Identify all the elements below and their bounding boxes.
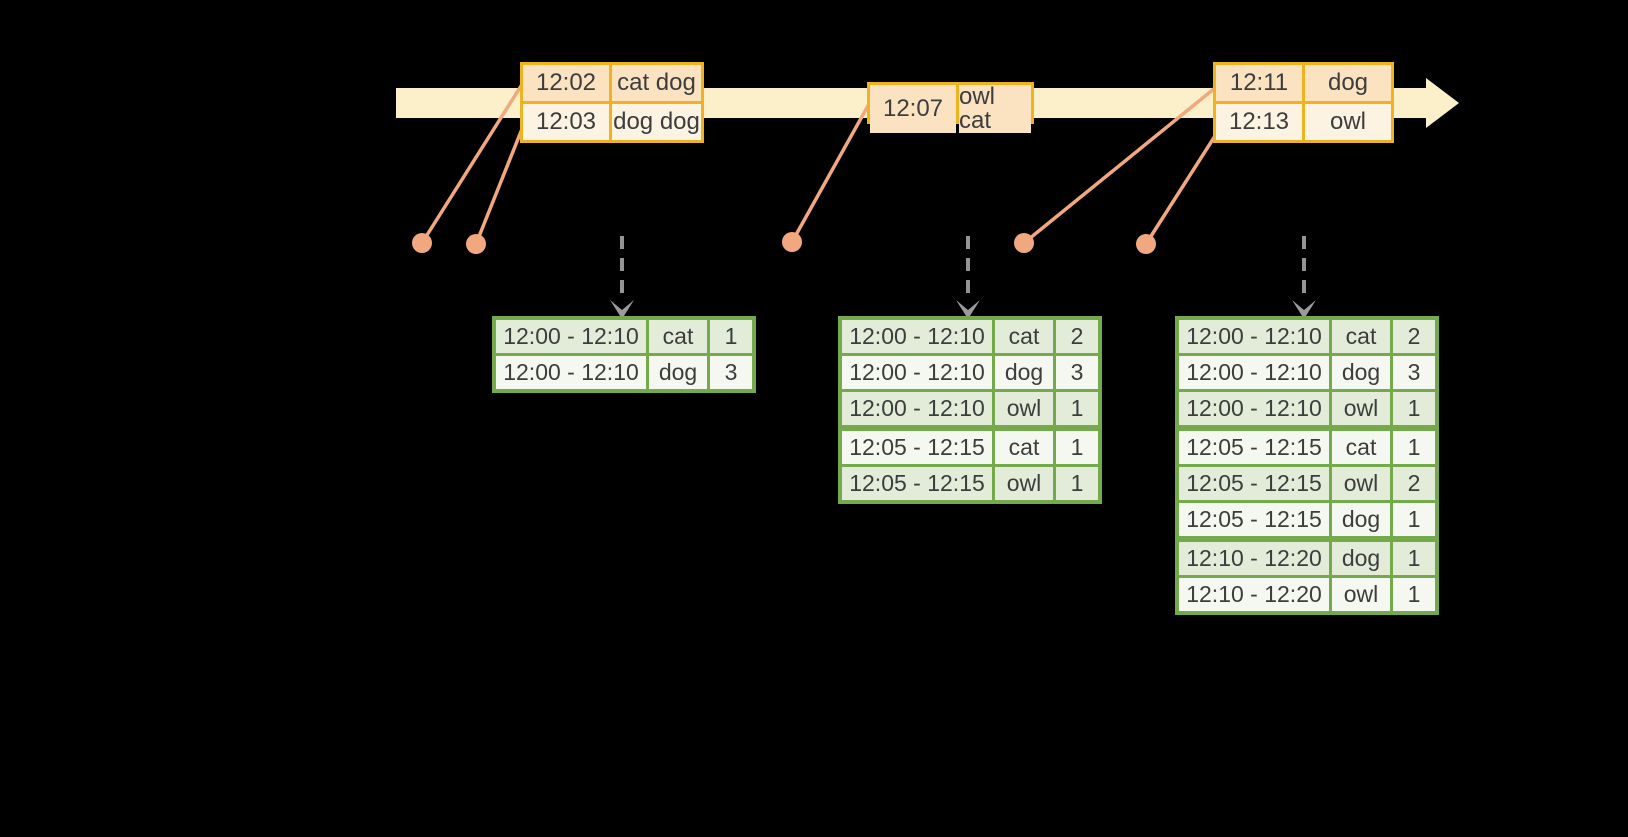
event-dot-icon	[1014, 233, 1034, 253]
word-cell: cat	[1332, 320, 1390, 353]
word-cell: dog	[1332, 503, 1390, 536]
event-time: 12:11	[1216, 65, 1302, 101]
event-box-1: 12:02 cat dog 12:03 dog dog	[520, 62, 704, 143]
table-row: 12:00 - 12:10 cat 2	[842, 320, 1098, 353]
word-cell: owl	[1332, 578, 1390, 611]
connector-line	[1022, 86, 1217, 245]
trigger-arrowheads	[610, 300, 1316, 319]
word-cell: owl	[995, 392, 1053, 425]
word-cell: dog	[1332, 356, 1390, 389]
event-row: 12:13 owl	[1216, 104, 1391, 140]
count-cell: 2	[1393, 320, 1435, 353]
event-time: 12:07	[870, 85, 956, 133]
window-cell: 12:00 - 12:10	[842, 356, 992, 389]
window-cell: 12:05 - 12:15	[842, 467, 992, 500]
connector-line	[420, 84, 523, 245]
table-row: 12:05 - 12:15 owl 1	[842, 467, 1098, 500]
table-row: 12:05 - 12:15 cat 1	[842, 431, 1098, 464]
table-row: 12:00 - 12:10 cat 2	[1179, 320, 1435, 353]
window-cell: 12:00 - 12:10	[496, 320, 646, 353]
connector-line	[1144, 123, 1224, 246]
result-table-3: 12:00 - 12:10 cat 2 12:00 - 12:10 dog 3 …	[1175, 316, 1439, 615]
event-box-3: 12:11 dog 12:13 owl	[1213, 62, 1394, 143]
count-cell: 3	[1393, 356, 1435, 389]
table-row: 12:05 - 12:15 dog 1	[1179, 503, 1435, 536]
table-row: 12:05 - 12:15 owl 2	[1179, 467, 1435, 500]
window-cell: 12:05 - 12:15	[1179, 431, 1329, 464]
count-cell: 1	[1393, 392, 1435, 425]
count-cell: 3	[710, 356, 752, 389]
event-row: 12:11 dog	[1216, 65, 1391, 101]
window-cell: 12:05 - 12:15	[1179, 467, 1329, 500]
trigger-dashed-lines	[620, 236, 1306, 299]
count-cell: 1	[1393, 503, 1435, 536]
result-table-1: 12:00 - 12:10 cat 1 12:00 - 12:10 dog 3	[492, 316, 756, 393]
table-row: 12:00 - 12:10 cat 1	[496, 320, 752, 353]
event-time: 12:02	[523, 65, 609, 101]
event-dot-icon	[412, 233, 432, 253]
event-dot-icon	[1136, 234, 1156, 254]
window-cell: 12:00 - 12:10	[1179, 320, 1329, 353]
count-cell: 2	[1056, 320, 1098, 353]
connector-line	[474, 122, 526, 246]
count-cell: 3	[1056, 356, 1098, 389]
count-cell: 1	[1056, 467, 1098, 500]
window-cell: 12:00 - 12:10	[496, 356, 646, 389]
event-row: 12:02 cat dog	[523, 65, 701, 101]
event-box-2: 12:07 owl cat	[867, 82, 1034, 133]
event-row: 12:07 owl cat	[870, 85, 1031, 133]
window-cell: 12:00 - 12:10	[1179, 392, 1329, 425]
count-cell: 1	[710, 320, 752, 353]
table-row: 12:10 - 12:20 dog 1	[1179, 542, 1435, 575]
word-cell: owl	[1332, 392, 1390, 425]
word-cell: cat	[995, 320, 1053, 353]
count-cell: 1	[1056, 392, 1098, 425]
word-cell: cat	[649, 320, 707, 353]
window-cell: 12:05 - 12:15	[1179, 503, 1329, 536]
down-arrowhead-icon	[610, 300, 634, 319]
window-cell: 12:05 - 12:15	[842, 431, 992, 464]
event-dots	[412, 232, 1156, 254]
event-words: owl cat	[959, 85, 1031, 133]
window-cell: 12:10 - 12:20	[1179, 578, 1329, 611]
table-row: 12:05 - 12:15 cat 1	[1179, 431, 1435, 464]
word-cell: cat	[995, 431, 1053, 464]
window-cell: 12:00 - 12:10	[842, 392, 992, 425]
window-cell: 12:10 - 12:20	[1179, 542, 1329, 575]
down-arrowhead-icon	[956, 300, 980, 319]
event-words: owl	[1305, 104, 1391, 140]
event-words: cat dog	[612, 65, 701, 101]
connector-line	[790, 102, 871, 244]
count-cell: 1	[1393, 431, 1435, 464]
timeline-arrowhead-icon	[1426, 78, 1459, 128]
word-cell: cat	[1332, 431, 1390, 464]
count-cell: 1	[1056, 431, 1098, 464]
table-row: 12:00 - 12:10 dog 3	[842, 356, 1098, 389]
table-row: 12:10 - 12:20 owl 1	[1179, 578, 1435, 611]
count-cell: 1	[1393, 542, 1435, 575]
count-cell: 2	[1393, 467, 1435, 500]
event-dot-icon	[782, 232, 802, 252]
event-dot-icon	[466, 234, 486, 254]
word-cell: dog	[649, 356, 707, 389]
table-row: 12:00 - 12:10 dog 3	[1179, 356, 1435, 389]
event-connector-lines	[420, 84, 1224, 246]
table-row: 12:00 - 12:10 owl 1	[1179, 392, 1435, 425]
event-words: dog	[1305, 65, 1391, 101]
word-cell: dog	[995, 356, 1053, 389]
table-row: 12:00 - 12:10 dog 3	[496, 356, 752, 389]
word-cell: owl	[1332, 467, 1390, 500]
table-row: 12:00 - 12:10 owl 1	[842, 392, 1098, 425]
word-cell: dog	[1332, 542, 1390, 575]
event-words: dog dog	[612, 104, 701, 140]
window-cell: 12:00 - 12:10	[842, 320, 992, 353]
result-table-2: 12:00 - 12:10 cat 2 12:00 - 12:10 dog 3 …	[838, 316, 1102, 504]
down-arrowhead-icon	[1292, 300, 1316, 319]
window-cell: 12:00 - 12:10	[1179, 356, 1329, 389]
event-time: 12:03	[523, 104, 609, 140]
count-cell: 1	[1393, 578, 1435, 611]
event-row: 12:03 dog dog	[523, 104, 701, 140]
event-time: 12:13	[1216, 104, 1302, 140]
word-cell: owl	[995, 467, 1053, 500]
